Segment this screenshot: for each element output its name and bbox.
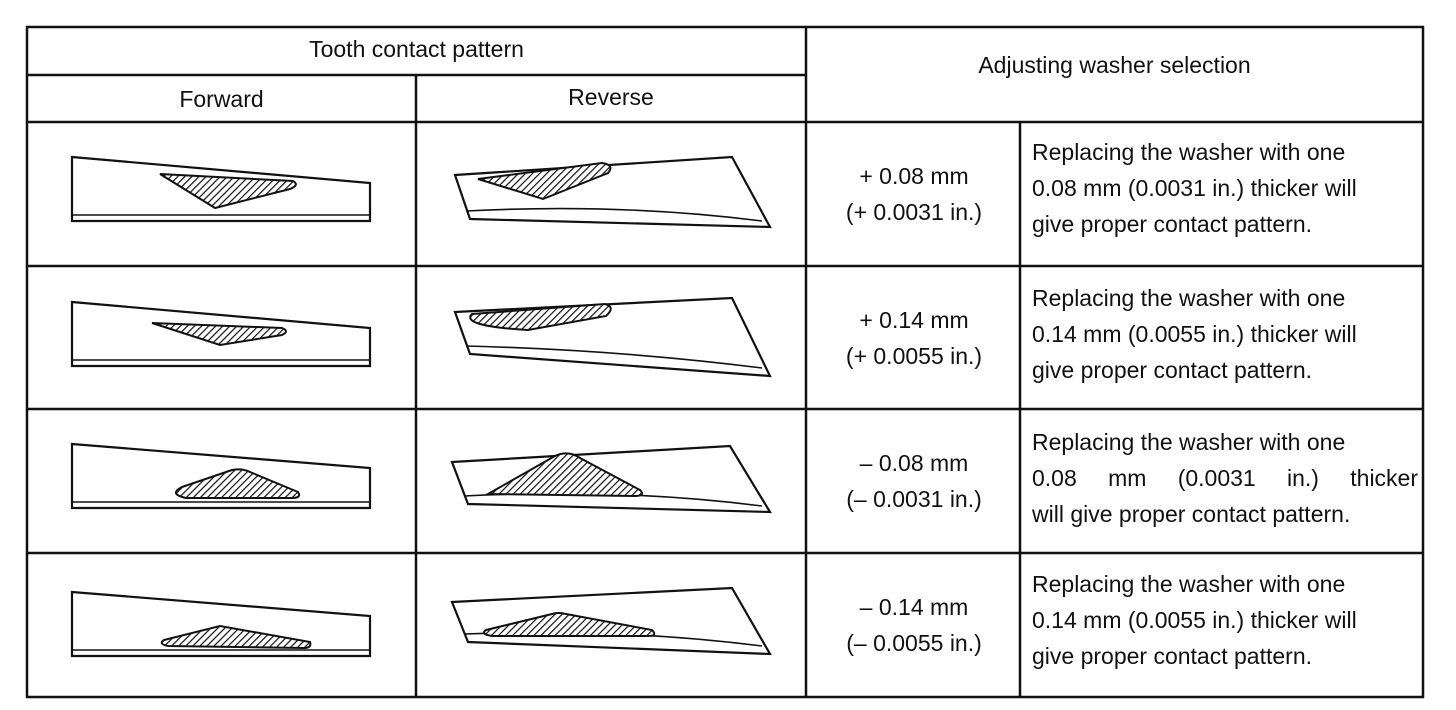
header-adjusting-washer-selection: Adjusting washer selection bbox=[978, 52, 1251, 78]
adjustment-value: + 0.08 mm (+ 0.0031 in.) bbox=[808, 122, 1020, 266]
forward-contact-pattern-figure bbox=[70, 590, 372, 658]
note-line: 0.08 mm (0.0031 in.) thicker will bbox=[1032, 175, 1357, 201]
note-line: will give proper contact pattern. bbox=[1032, 501, 1351, 527]
note-line: give proper contact pattern. bbox=[1032, 211, 1312, 237]
note-line: 0.14 mm (0.0055 in.) thicker will bbox=[1032, 607, 1357, 633]
adjustment-in: (+ 0.0055 in.) bbox=[845, 342, 983, 369]
adjustment-in: (– 0.0031 in.) bbox=[846, 486, 982, 512]
adjustment-in: (+ 0.0031 in.) bbox=[845, 199, 983, 225]
reverse-contact-pattern-figure bbox=[453, 155, 772, 229]
reverse-contact-pattern-figure bbox=[453, 296, 772, 378]
note-line: give proper contact pattern. bbox=[1032, 357, 1312, 383]
adjustment-value: + 0.14 mm (+ 0.0055 in.) bbox=[808, 266, 1020, 409]
note-line: Replacing the washer with one bbox=[1032, 429, 1346, 455]
note-line: 0.14 mm (0.0055 in.) thicker will bbox=[1032, 321, 1357, 347]
adjustment-note: Replacing the washer with one 0.14 mm (0… bbox=[1032, 280, 1418, 388]
adjustment-value: – 0.14 mm (– 0.0055 in.) bbox=[808, 553, 1020, 697]
note-line: 0.08 mm (0.0031 in.) thicker bbox=[1032, 465, 1418, 491]
forward-contact-pattern-figure bbox=[70, 300, 372, 368]
header-forward: Forward bbox=[179, 86, 264, 112]
note-line: Replacing the washer with one bbox=[1032, 571, 1346, 597]
header-reverse: Reverse bbox=[568, 84, 654, 110]
header-tooth-contact-pattern: Tooth contact pattern bbox=[309, 36, 524, 62]
note-line: Replacing the washer with one bbox=[1032, 285, 1346, 311]
adjustment-mm: + 0.14 mm bbox=[859, 306, 969, 333]
forward-contact-pattern-figure bbox=[70, 155, 372, 223]
adjustment-in: (– 0.0055 in.) bbox=[846, 630, 982, 656]
reverse-contact-pattern-figure bbox=[450, 444, 772, 514]
note-line: give proper contact pattern. bbox=[1032, 643, 1312, 669]
adjustment-note: Replacing the washer with one 0.08 mm (0… bbox=[1032, 424, 1418, 532]
adjustment-value: – 0.08 mm (– 0.0031 in.) bbox=[808, 409, 1020, 553]
adjustment-mm: – 0.14 mm bbox=[859, 594, 969, 620]
note-line: Replacing the washer with one bbox=[1032, 139, 1346, 165]
adjustment-mm: – 0.08 mm bbox=[859, 450, 969, 476]
adjustment-note: Replacing the washer with one 0.08 mm (0… bbox=[1032, 134, 1418, 242]
adjustment-note: Replacing the washer with one 0.14 mm (0… bbox=[1032, 566, 1418, 674]
reverse-contact-pattern-figure bbox=[450, 586, 772, 656]
adjustment-mm: + 0.08 mm bbox=[859, 163, 969, 189]
forward-contact-pattern-figure bbox=[70, 442, 372, 510]
